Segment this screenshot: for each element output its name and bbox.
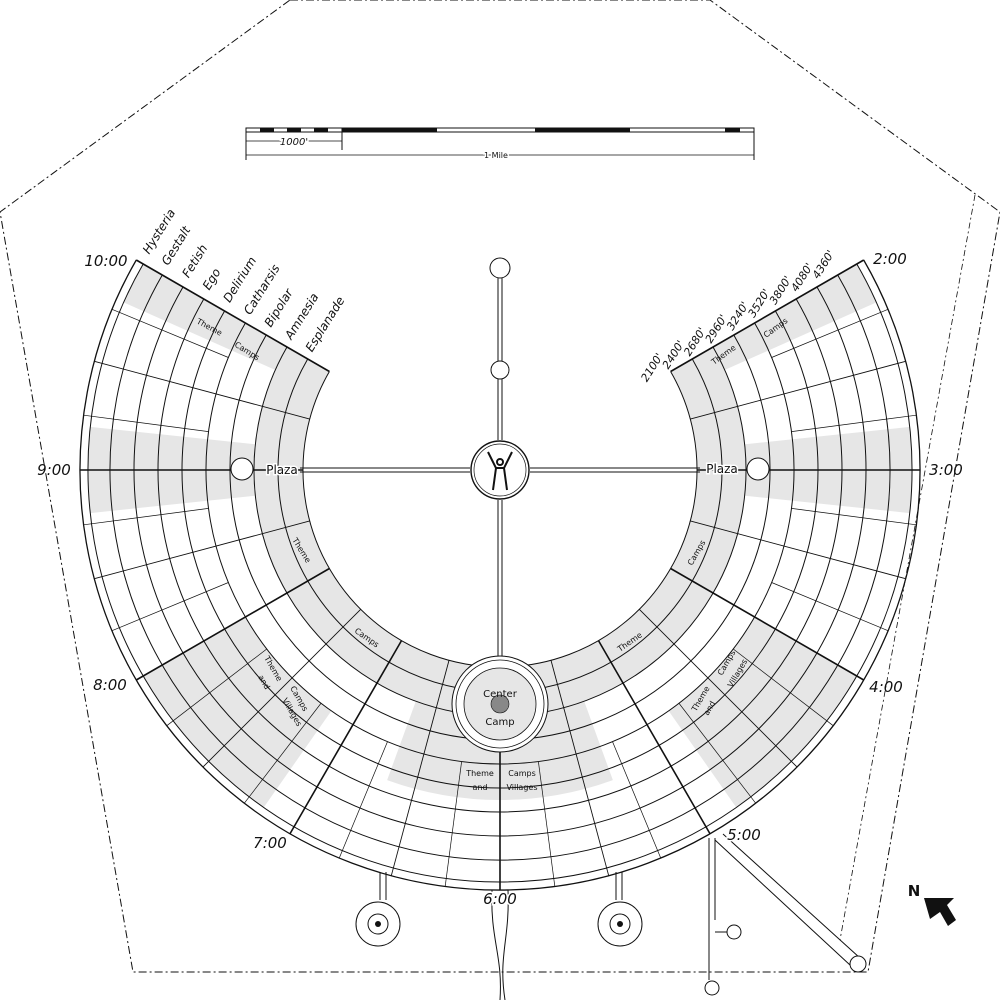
spur-end-bulb-2 <box>704 980 720 996</box>
zone-label-and-7: and <box>472 783 487 792</box>
radial-street <box>670 567 865 681</box>
spur-end-bulb <box>726 924 742 940</box>
burning-man-icon <box>470 440 530 500</box>
plaza-right: Plaza <box>705 457 770 481</box>
radial-street <box>135 259 330 373</box>
radial-street <box>670 259 865 373</box>
plaza-left-label: Plaza <box>266 463 298 477</box>
clock-label-400: 4:00 <box>869 678 903 696</box>
radial-street <box>202 608 362 768</box>
center-camp-line2: Camp <box>485 717 514 728</box>
quarter-radial-street <box>771 582 889 632</box>
radial-street <box>289 640 403 835</box>
ring-street-10 <box>79 259 921 891</box>
scale-bar: 1000' 1 Mile <box>245 127 755 162</box>
zone-label-villages-7: Villages <box>506 783 537 792</box>
plaza-right-label: Plaza <box>706 462 738 476</box>
quarter-radial-street <box>612 741 662 859</box>
scale-bar-short-label: 1000' <box>280 137 308 148</box>
radial-street <box>690 520 906 580</box>
radial-street <box>390 660 450 876</box>
perimeter-fence-inner <box>839 194 976 941</box>
clock-label-500: 5:00 <box>727 826 761 844</box>
clock-label-300: 3:00 <box>929 461 963 479</box>
quarter-radial-street <box>733 648 834 726</box>
radial-street <box>638 608 798 768</box>
radial-street <box>597 640 711 835</box>
radial-street <box>94 360 310 420</box>
promenades <box>300 278 700 660</box>
zone-label-theme-7: Theme <box>465 769 494 778</box>
zone-band-4 <box>123 264 330 390</box>
city-streets <box>79 259 921 891</box>
quarter-radial-street <box>83 414 209 432</box>
quarter-radial-street <box>166 648 267 726</box>
outer-spurs <box>379 833 861 1000</box>
clock-label-700: 7:00 <box>253 834 287 852</box>
quarter-radial-street <box>791 508 917 526</box>
radial-street <box>690 360 906 420</box>
quarter-radial-street <box>83 508 209 526</box>
center-camp: Center Camp <box>451 655 549 753</box>
north-arrow-label: N <box>908 882 921 900</box>
radial-street <box>550 660 610 876</box>
quarter-radial-street <box>111 582 229 632</box>
clock-label-200: 2:00 <box>873 250 907 268</box>
clock-label-1000: 10:00 <box>84 252 127 270</box>
outer-plaza-right <box>597 901 643 947</box>
center-camp-line1: Center <box>483 689 518 700</box>
clock-label-600: 6:00 <box>483 890 517 908</box>
quarter-radial-street <box>111 308 229 358</box>
radial-street <box>94 520 310 580</box>
quarter-radial-street <box>538 761 556 887</box>
quarter-radial-street <box>678 703 756 804</box>
clock-label-800: 8:00 <box>93 676 127 694</box>
zone-band-3 <box>670 264 877 390</box>
quarter-radial-street <box>244 703 322 804</box>
zone-label-camps-7: Camps <box>508 769 536 778</box>
distance-label: 4360' <box>810 248 837 281</box>
scale-bar-long-label: 1 Mile <box>484 151 508 160</box>
clock-labels: 10:00 9:00 8:00 7:00 6:00 5:00 4:00 3:00… <box>37 250 963 910</box>
outer-plaza-left <box>355 901 401 947</box>
quarter-radial-street <box>444 761 462 887</box>
upper-plaza-small <box>489 257 511 279</box>
distance-label: 2100' <box>638 351 665 384</box>
distance-label: 4080' <box>788 261 815 294</box>
north-arrow-icon: N <box>908 882 956 926</box>
quarter-radial-street <box>338 741 388 859</box>
upper-plaza-mid <box>490 360 510 380</box>
street-name-label: Ego <box>200 266 224 293</box>
radial-street <box>135 567 330 681</box>
spur-end-bulb-3 <box>849 955 867 973</box>
quarter-radial-street <box>771 308 889 358</box>
clock-label-900: 9:00 <box>37 461 71 479</box>
plaza-left: Plaza <box>230 457 299 481</box>
quarter-radial-street <box>791 414 917 432</box>
zone-band-0 <box>253 347 747 716</box>
